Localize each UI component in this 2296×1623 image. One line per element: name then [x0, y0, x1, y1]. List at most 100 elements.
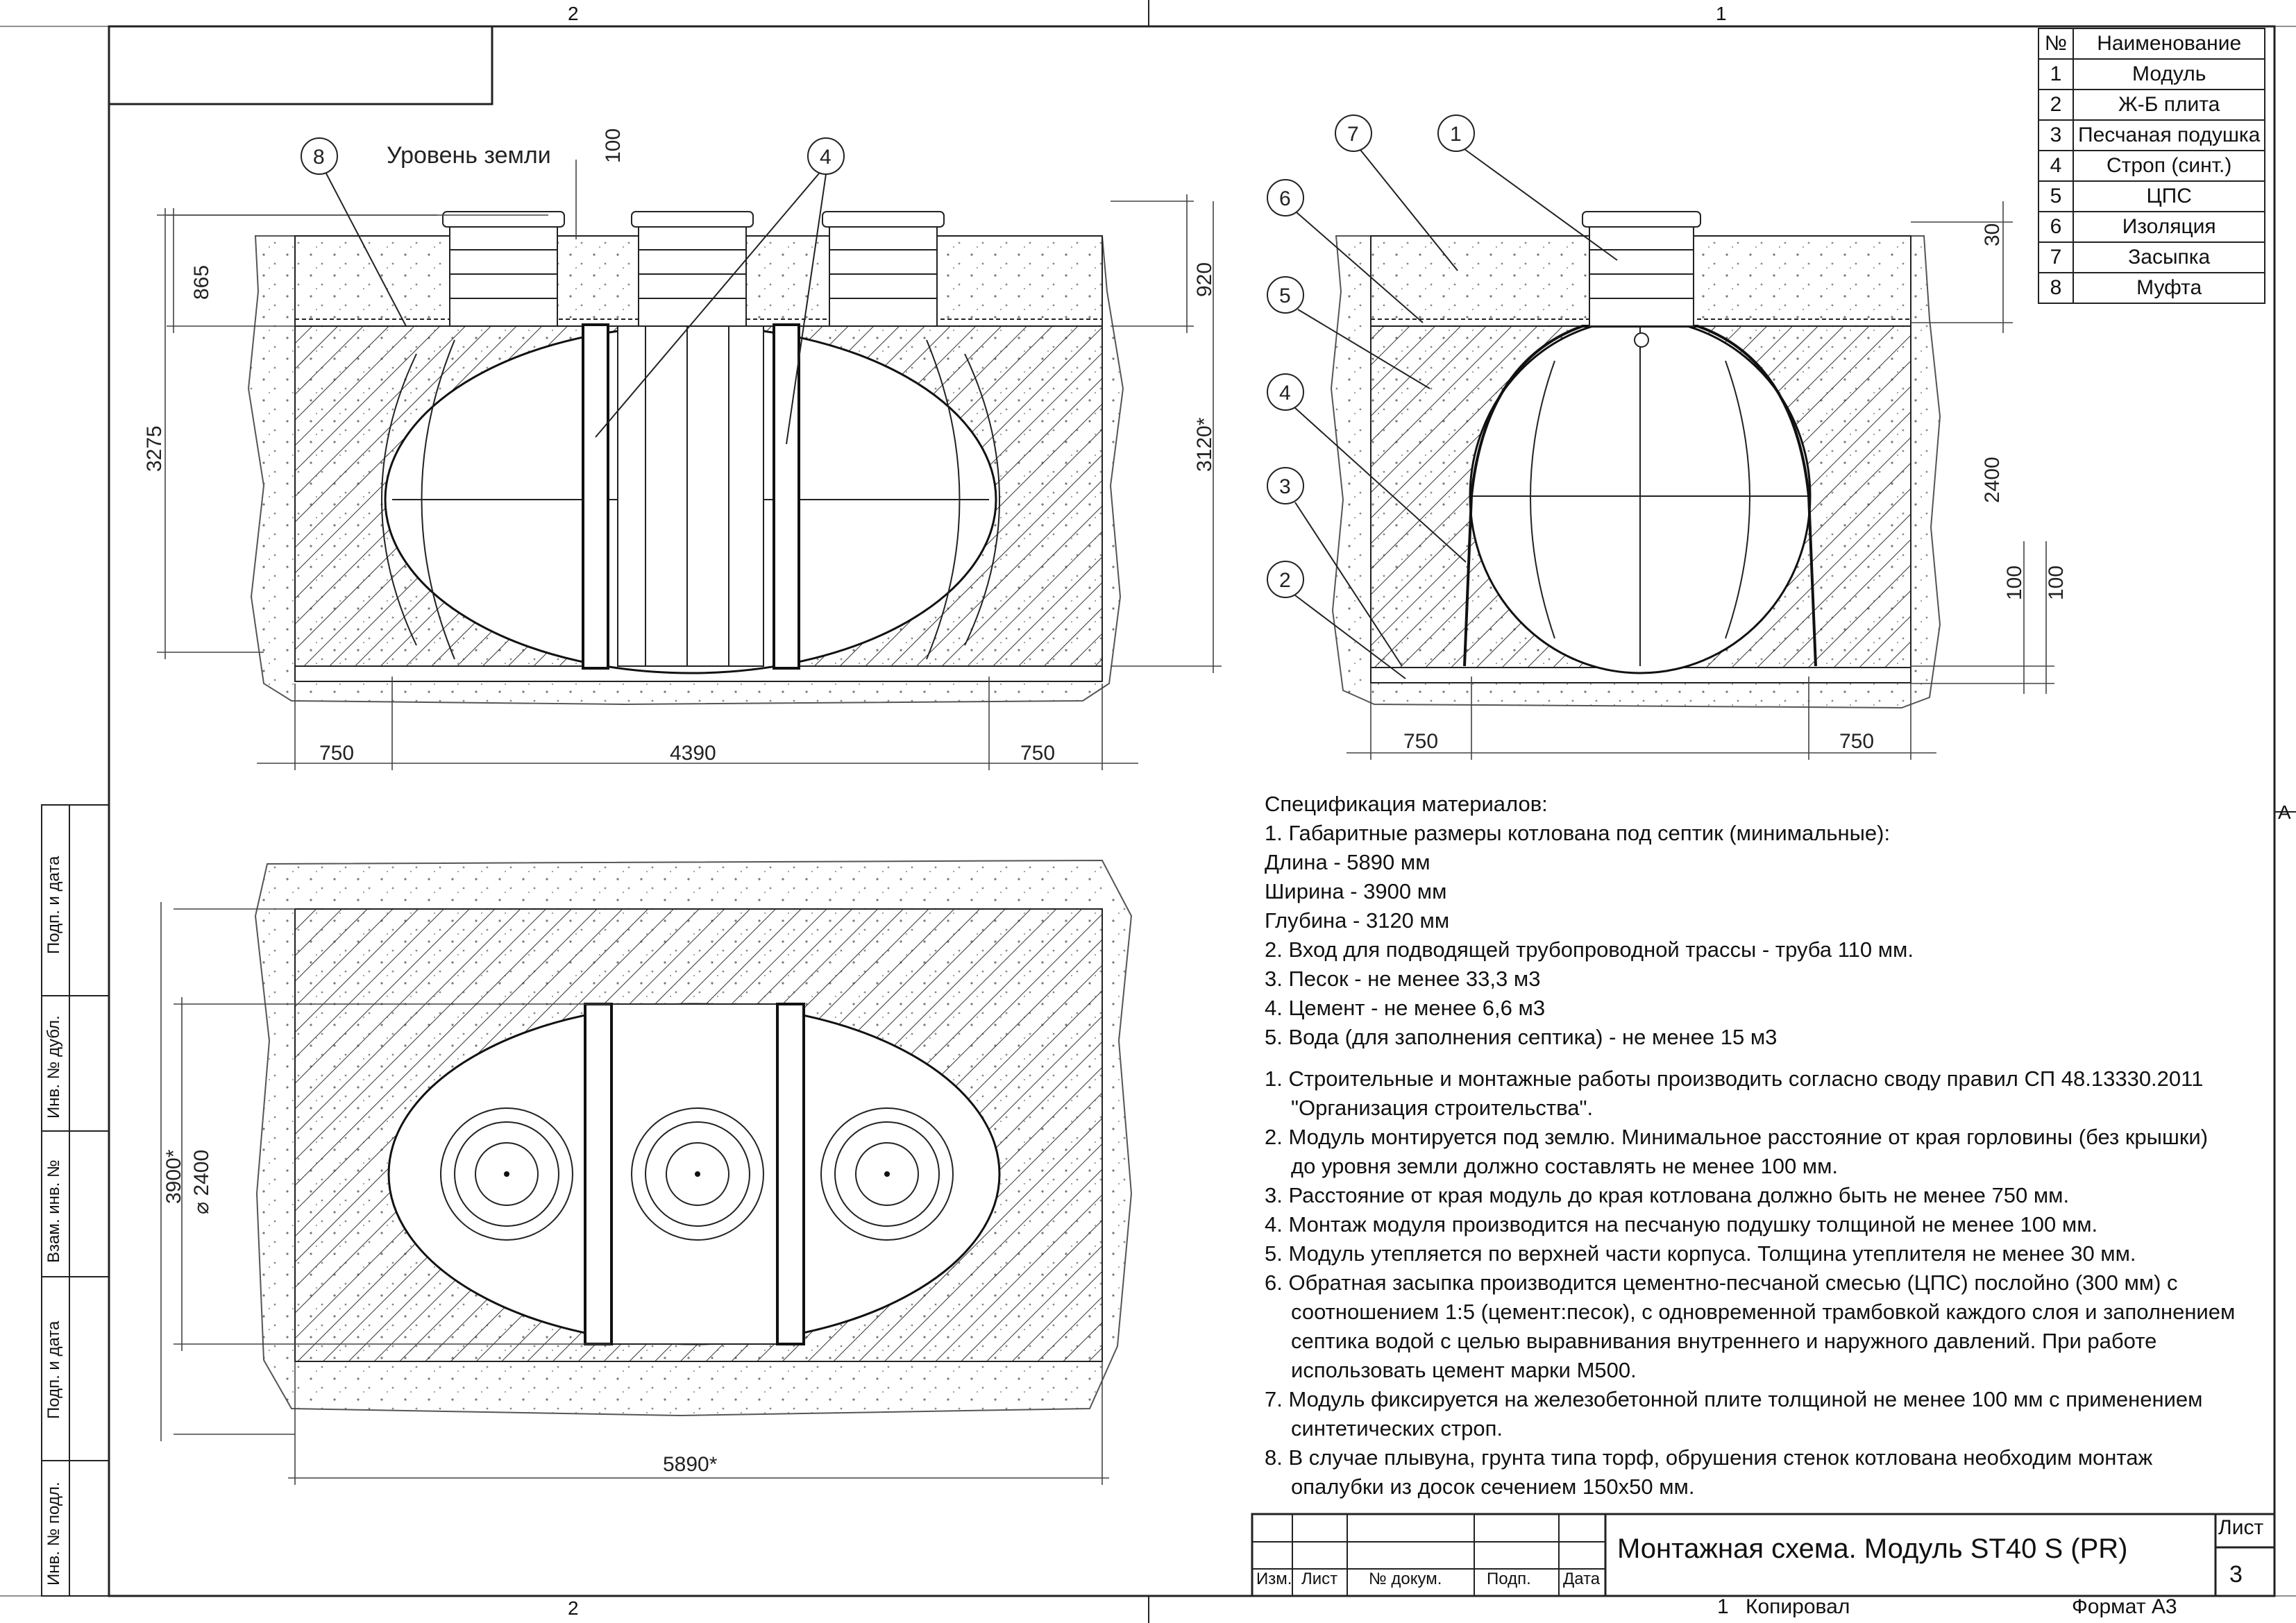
sheet-number: 3: [2229, 1561, 2243, 1588]
col-podp: Подп.: [1487, 1570, 1531, 1588]
legend-header-num: №: [2038, 28, 2074, 60]
callout-5-label: 5: [1279, 284, 1291, 307]
callout-7-label: 7: [1347, 123, 1359, 146]
material-specification: Спецификация материалов: 1. Габаритные р…: [1265, 790, 2236, 1502]
instruction-item: 6. Обратная засыпка производится цементн…: [1265, 1271, 2236, 1382]
spec-item: 5. Вода (для заполнения септика) - не ме…: [1265, 1025, 1778, 1049]
legend-header-name: Наименование: [2072, 28, 2266, 60]
col-data: Дата: [1563, 1570, 1601, 1588]
zone-top-left: 2: [568, 3, 579, 24]
callout-8: [301, 137, 407, 327]
legend-num: 3: [2038, 119, 2074, 151]
legend-num: 1: [2038, 58, 2074, 90]
dim-920: 920: [1193, 262, 1216, 297]
dim-2400-plan: ⌀ 2400: [190, 1150, 213, 1214]
dim-3275: 3275: [143, 425, 166, 472]
dim-750-front-right: 750: [1020, 742, 1055, 765]
spec-heading: Спецификация материалов:: [1265, 792, 1548, 816]
legend-num: 6: [2038, 211, 2074, 243]
format-label: Формат А3: [2072, 1595, 2177, 1618]
col-izm: Изм.: [1256, 1570, 1292, 1588]
legend-name: Муфта: [2072, 272, 2266, 304]
spec-item: Глубина - 3120 мм: [1265, 908, 1450, 933]
legend-name: Ж-Б плита: [2072, 89, 2266, 121]
legend-num: 4: [2038, 150, 2074, 182]
legend-name: Песчаная подушка: [2072, 119, 2266, 151]
zone-bottom-left: 2: [568, 1597, 579, 1619]
side-section-view: [1267, 114, 2054, 760]
callout-3-label: 3: [1279, 475, 1291, 498]
legend-num: 8: [2038, 272, 2074, 304]
spec-list-instructions: 1. Строительные и монтажные работы произ…: [1265, 1064, 2236, 1502]
stamp-inv-podl: Инв. № подл.: [44, 1481, 63, 1586]
plan-view: [160, 859, 1133, 1485]
spec-item: 1. Габаритные размеры котлована под септ…: [1265, 821, 1891, 845]
zone-bottom-right: 1: [1717, 1595, 1729, 1618]
col-doc: № докум.: [1369, 1570, 1442, 1588]
spec-item: 4. Цемент - не менее 6,6 м3: [1265, 996, 1546, 1020]
dim-865: 865: [190, 265, 213, 300]
dim-750-side-right: 750: [1839, 730, 1874, 753]
legend-name: Изоляция: [2072, 211, 2266, 243]
ground-level-label: Уровень земли: [387, 142, 551, 169]
legend-name: Засыпка: [2072, 241, 2266, 273]
zone-top-right: 1: [1716, 3, 1727, 24]
dim-5890: 5890*: [663, 1453, 718, 1476]
spec-item: 3. Песок - не менее 33,3 м3: [1265, 967, 1541, 991]
stamp-podp-data-2: Подп. и дата: [44, 856, 63, 954]
callout-8-label: 8: [313, 146, 325, 169]
stamp-vzam-inv: Взам. инв. №: [44, 1159, 63, 1263]
callout-1-label: 1: [1450, 123, 1462, 146]
callout-2-label: 2: [1279, 569, 1291, 592]
dim-100-side-a: 100: [2003, 566, 2026, 600]
instruction-item: 3. Расстояние от края модуль до края кот…: [1265, 1183, 2070, 1207]
side-callouts: [1267, 114, 1475, 598]
legend-name: ЦПС: [2072, 180, 2266, 212]
spec-item: Ширина - 3900 мм: [1265, 879, 1447, 903]
callout-6-label: 6: [1279, 187, 1291, 210]
callout-4-label-side: 4: [1279, 382, 1291, 405]
instruction-item: 1. Строительные и монтажные работы произ…: [1265, 1067, 2204, 1120]
front-section-view: [157, 137, 1222, 770]
instruction-item: 2. Модуль монтируется под землю. Минимал…: [1265, 1125, 2209, 1178]
dim-3900: 3900*: [162, 1149, 185, 1204]
spec-item: Длина - 5890 мм: [1265, 850, 1430, 874]
spec-item: 2. Вход для подводящей трубопроводной тр…: [1265, 937, 1914, 962]
stamp-podp-data-1: Подп. и дата: [44, 1320, 63, 1419]
stamp-inv-dubl: Инв. № дубл.: [44, 1015, 63, 1119]
callout-4-label-front: 4: [820, 146, 832, 169]
callout-4-front: [595, 137, 845, 445]
col-list: Лист: [1301, 1570, 1338, 1588]
copied-label: Копировал: [1746, 1595, 1850, 1618]
side-stamp: [41, 804, 110, 1597]
instruction-item: 5. Модуль утепляется по верхней части ко…: [1265, 1241, 2136, 1266]
dim-100-front: 100: [602, 128, 625, 163]
instruction-item: 7. Модуль фиксируется на железобетонной …: [1265, 1387, 2203, 1441]
dim-750-side-left: 750: [1403, 730, 1438, 753]
spec-list-materials: 1. Габаритные размеры котлована под септ…: [1265, 819, 2236, 1052]
dim-750-front-left: 750: [319, 742, 354, 765]
legend-num: 2: [2038, 89, 2074, 121]
drawing-title: Монтажная схема. Модуль ST40 S (PR): [1617, 1533, 2128, 1564]
legend-name: Строп (синт.): [2072, 150, 2266, 182]
sheet-label: Лист: [2218, 1516, 2264, 1539]
instruction-item: 4. Монтаж модуля производится на песчану…: [1265, 1212, 2098, 1237]
dim-4390: 4390: [670, 742, 716, 765]
instruction-item: 8. В случае плывуна, грунта типа торф, о…: [1265, 1445, 2153, 1499]
title-block-lines: [1251, 1513, 2276, 1597]
dim-30: 30: [1981, 223, 2004, 246]
legend-name: Модуль: [2072, 58, 2266, 90]
legend-num: 7: [2038, 241, 2074, 273]
dim-3120: 3120*: [1193, 417, 1216, 472]
dim-100-side-b: 100: [2045, 566, 2068, 600]
zone-right-side: A: [2278, 801, 2291, 823]
